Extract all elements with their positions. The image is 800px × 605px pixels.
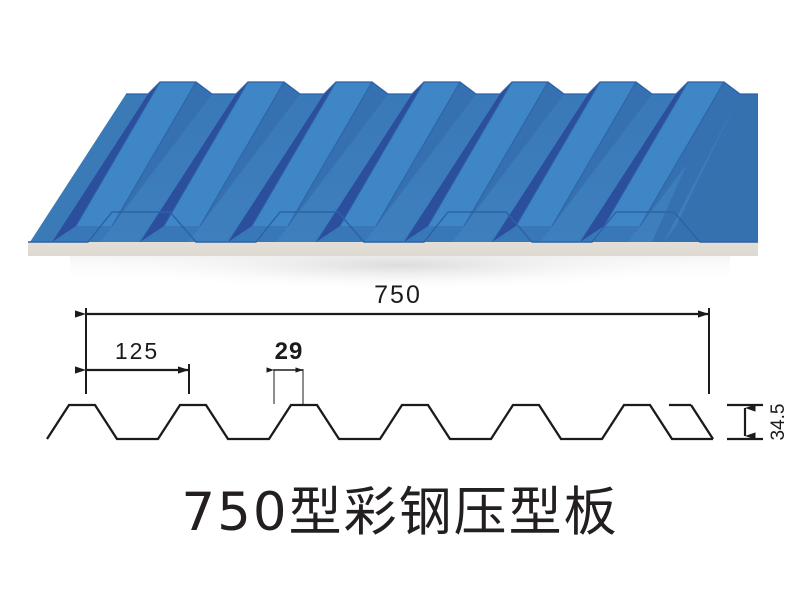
panel-rib bbox=[492, 82, 652, 242]
dimension-value-125: 125 bbox=[115, 338, 159, 364]
panel-rib bbox=[580, 82, 740, 242]
panel-3d-render bbox=[0, 60, 800, 291]
dimension-crest-width: 29 bbox=[266, 338, 304, 373]
dimension-overall-width: 750 bbox=[75, 281, 709, 318]
panel-rib bbox=[140, 82, 300, 242]
panel-rib bbox=[404, 82, 564, 242]
panel-rear-edge bbox=[126, 81, 758, 95]
panel-ribs bbox=[52, 82, 740, 242]
panel-rib bbox=[316, 82, 476, 242]
panel-rib bbox=[228, 82, 388, 242]
dimension-value-750: 750 bbox=[374, 281, 422, 309]
title-block: 750型彩钢压型板 bbox=[0, 482, 800, 552]
extension-lines bbox=[85, 308, 710, 394]
panel-body bbox=[28, 81, 758, 256]
dimension-svg: 750 125 29 34.5 bbox=[46, 281, 789, 441]
panel-right-web bbox=[652, 82, 740, 242]
dimension-drawing: 750 125 29 34.5 bbox=[0, 278, 800, 463]
profile-right-stub bbox=[690, 404, 714, 440]
crest-extension-lines bbox=[273, 369, 304, 404]
dimension-value-34-5: 34.5 bbox=[768, 404, 789, 441]
panel-fold-lines bbox=[75, 81, 725, 227]
panel-front-edge bbox=[28, 211, 758, 243]
dimension-pitch: 125 bbox=[75, 338, 189, 374]
panel-left-flange bbox=[30, 94, 148, 242]
dimension-value-29: 29 bbox=[275, 338, 304, 365]
page-title: 750型彩钢压型板 bbox=[181, 482, 619, 543]
panel-rib bbox=[52, 82, 212, 242]
dimension-rib-height: 34.5 bbox=[727, 404, 789, 441]
panel-underside bbox=[28, 212, 758, 256]
panel-3d-svg bbox=[28, 81, 758, 291]
panel-right-flange bbox=[664, 94, 758, 242]
corrugation-profile bbox=[46, 403, 713, 441]
